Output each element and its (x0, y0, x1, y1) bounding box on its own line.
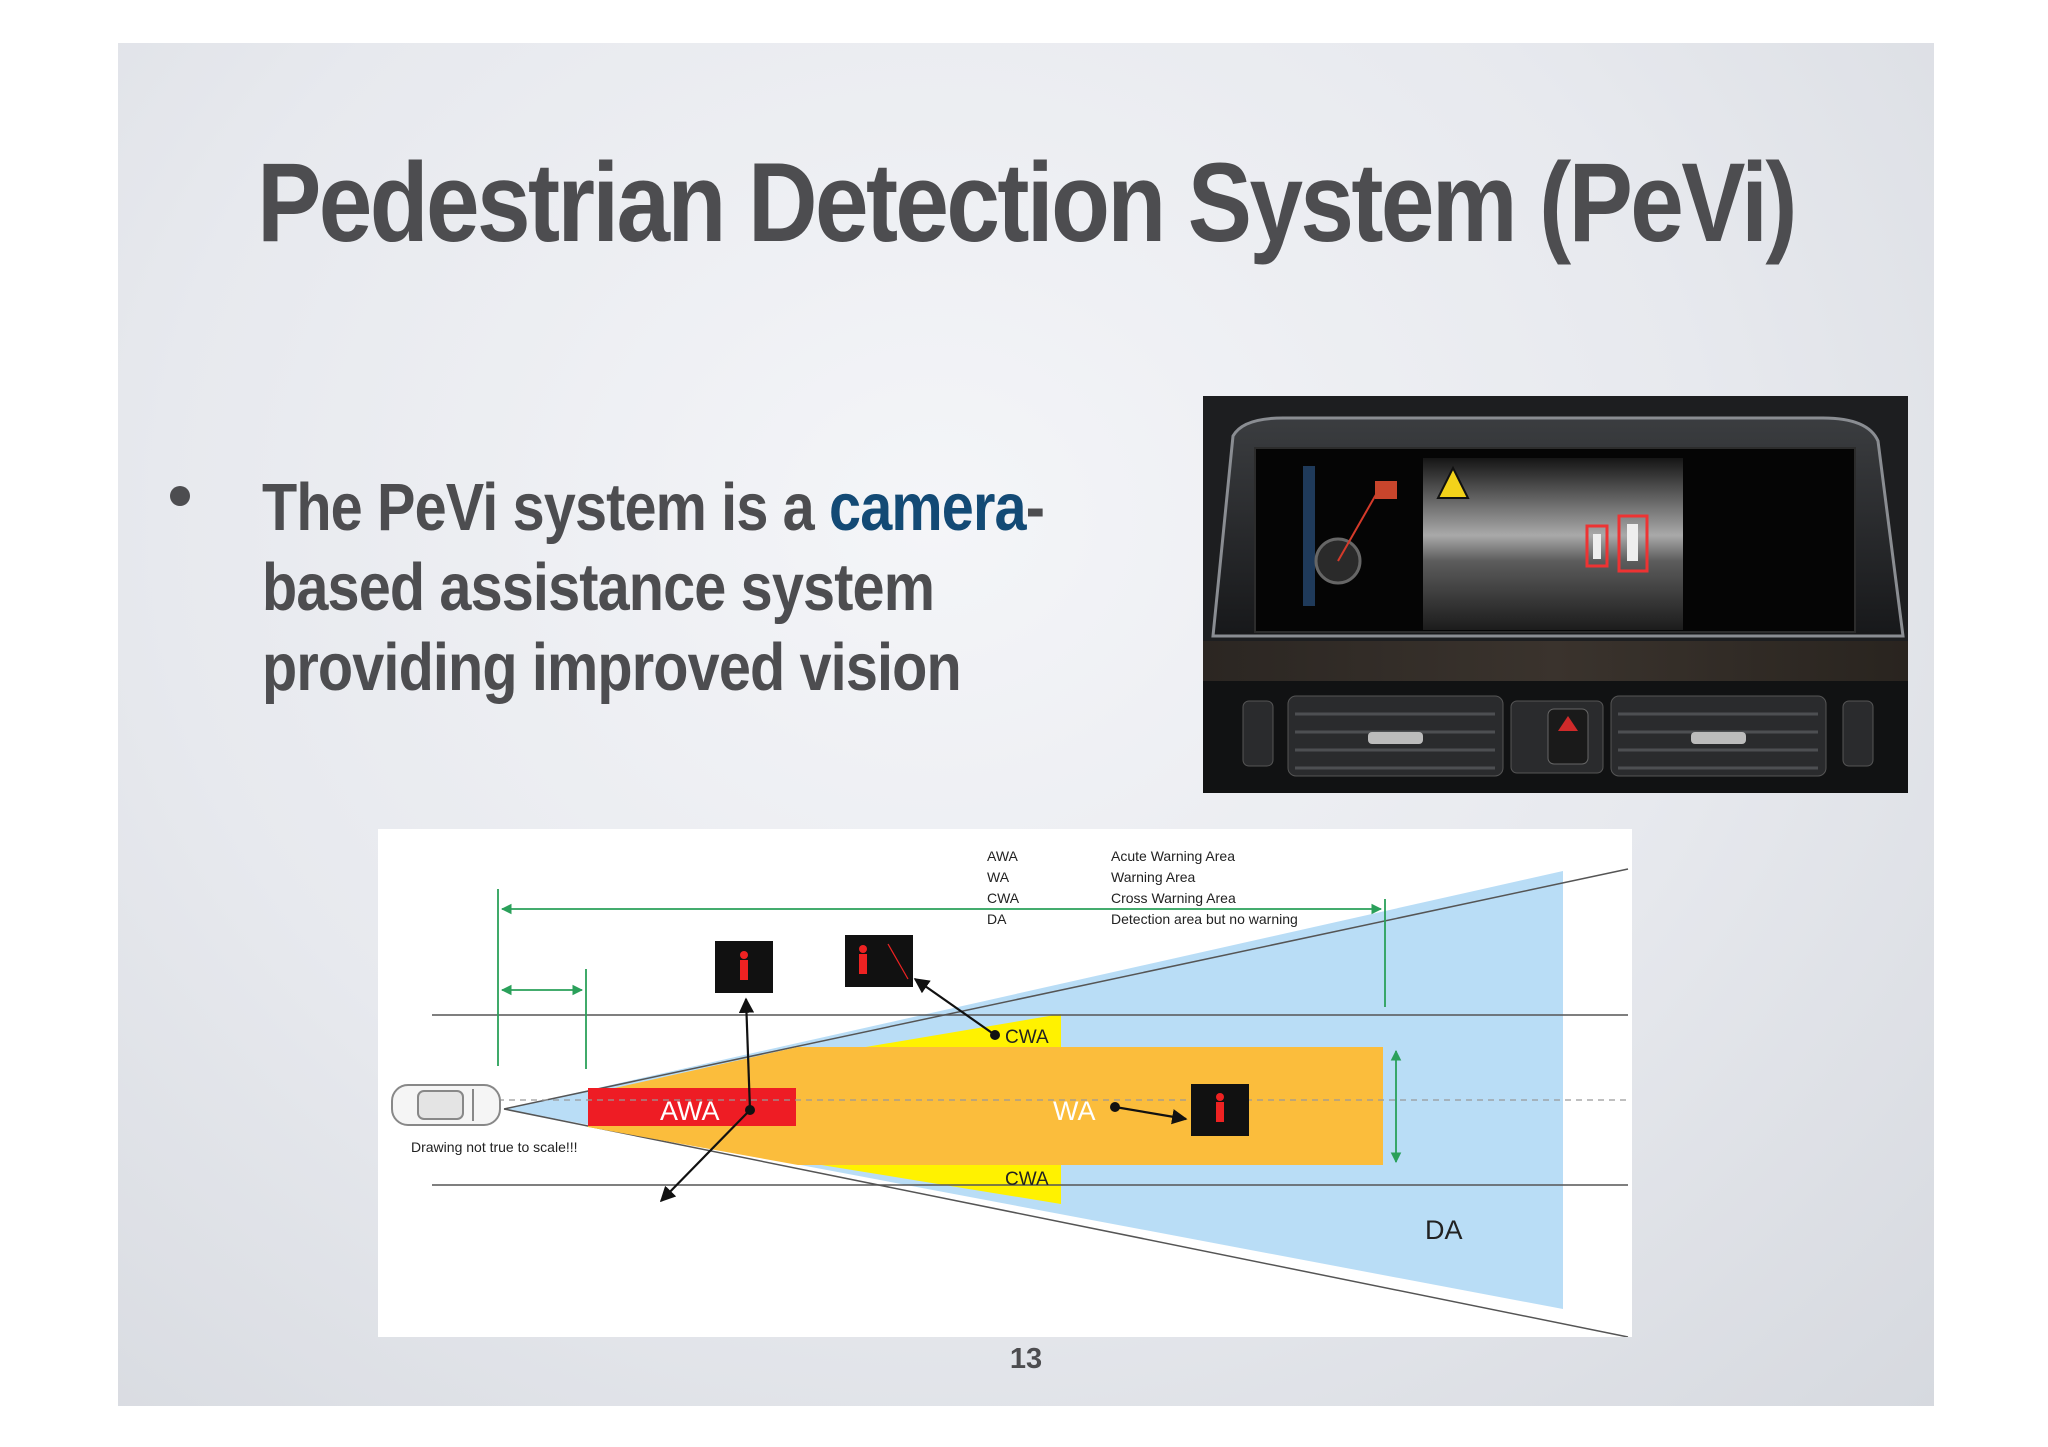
legend-meaning-da: Detection area but no warning (1111, 911, 1298, 927)
car-icon (391, 1084, 501, 1126)
dashboard-illustration (1203, 396, 1908, 793)
page-number: 13 (1009, 1343, 1043, 1375)
slide: Pedestrian Detection System (PeVi) The P… (118, 43, 1934, 1406)
pedestrian-sign-wa (1191, 1084, 1249, 1136)
bullet-dot (170, 486, 190, 506)
bullet-text-end: -based assistance system providing impro… (262, 470, 1045, 705)
awa-zone (588, 1088, 796, 1126)
diagram-svg: AWA WA CWA CWA DA Drawing not true to sc… (391, 848, 1629, 1338)
legend-abbr-awa: AWA (987, 848, 1019, 864)
pedestrian-sign-awa (715, 941, 773, 993)
legend-meaning-wa: Warning Area (1111, 869, 1196, 885)
legend-meaning-cwa: Cross Warning Area (1111, 890, 1236, 906)
wa-zone (588, 1047, 1383, 1165)
wa-label: WA (1053, 1096, 1096, 1126)
cwa-label-bottom: CWA (1005, 1169, 1049, 1190)
warning-zone-diagram: AWA WA CWA CWA DA Drawing not true to sc… (378, 829, 1632, 1338)
scale-note: Drawing not true to scale!!! (411, 1139, 578, 1155)
dashboard-photo (1203, 396, 1908, 793)
slide-title: Pedestrian Detection System (PeVi) (257, 140, 1797, 265)
pedestrian-sign-cwa (845, 935, 913, 987)
da-label: DA (1425, 1215, 1463, 1245)
legend-abbr-da: DA (987, 911, 1007, 927)
bullet-text-start: The PeVi system is a (262, 470, 830, 545)
legend-meaning-awa: Acute Warning Area (1111, 848, 1235, 864)
legend-abbr-wa: WA (987, 869, 1010, 885)
distance-markers (497, 889, 1402, 1164)
bullet-highlight-camera: camera (829, 470, 1027, 545)
legend-abbr-cwa: CWA (987, 890, 1020, 906)
legend: AWA WA CWA DA Acute Warning Area Warning… (987, 848, 1298, 927)
cwa-label-top: CWA (1005, 1027, 1049, 1048)
bullet-text: The PeVi system is a camera-based assist… (262, 468, 1174, 708)
awa-label: AWA (660, 1096, 720, 1126)
